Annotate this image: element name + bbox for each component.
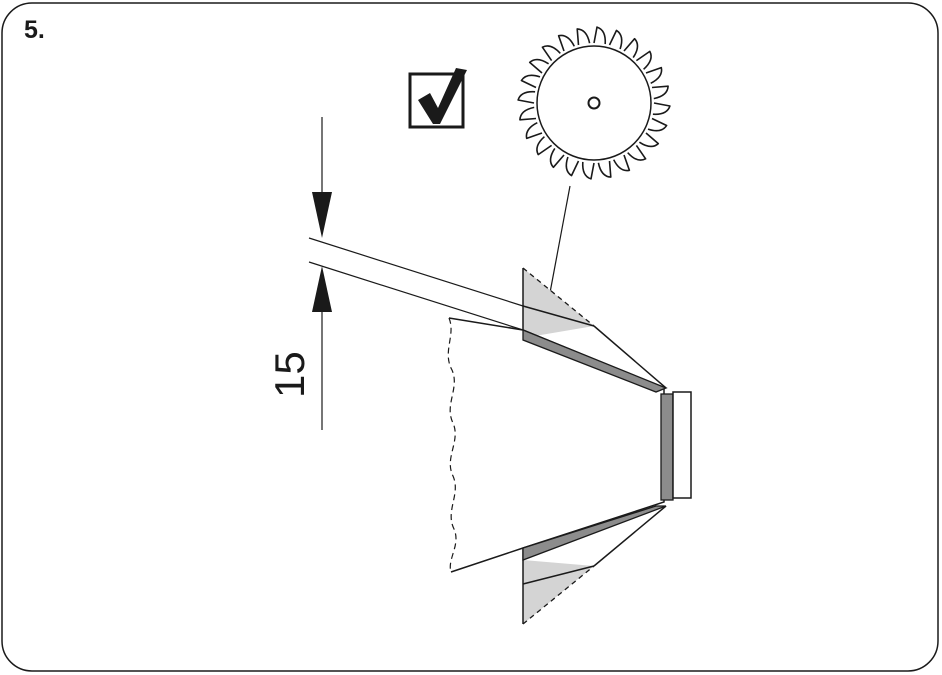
saw-tooth xyxy=(651,85,669,100)
saw-tooth xyxy=(627,144,647,161)
saw-tooth xyxy=(581,161,595,180)
saw-tooth xyxy=(635,50,652,70)
front-end-strip xyxy=(672,391,692,499)
dimension-extension-upper xyxy=(308,237,524,307)
saw-tooth xyxy=(541,45,561,62)
saw-tooth xyxy=(593,26,607,45)
lower-cut-line xyxy=(522,565,595,625)
lower-waste-area xyxy=(523,560,594,624)
step-number: 5. xyxy=(24,16,45,44)
saw-tooth xyxy=(525,121,543,140)
saw-leader-line xyxy=(548,185,571,299)
saw-tooth xyxy=(519,106,537,121)
saw-tooth xyxy=(557,34,576,52)
saw-tooth xyxy=(520,74,541,89)
saw-tooth xyxy=(597,160,612,178)
upper-cut-line xyxy=(522,267,595,327)
upper-edge-band xyxy=(522,329,668,393)
upper-waste-area xyxy=(523,268,594,338)
saw-tooth xyxy=(638,132,660,148)
dimension-extension-lower xyxy=(308,261,524,331)
saw-tooth xyxy=(565,156,580,177)
checked-checkbox-icon xyxy=(408,68,467,129)
saw-tooth xyxy=(528,58,550,74)
circular-saw-blade-icon xyxy=(517,26,671,180)
saw-tooth xyxy=(612,154,631,172)
break-edge xyxy=(447,317,457,573)
saw-tooth xyxy=(647,117,668,132)
saw-tooth xyxy=(517,90,536,104)
saw-tooth xyxy=(652,102,671,116)
saw-tooth xyxy=(576,28,591,46)
dimension-value: 15 xyxy=(266,351,313,398)
saw-tooth xyxy=(623,37,639,59)
saw-tooth xyxy=(549,147,565,169)
saw-tooth xyxy=(645,66,663,85)
dimension-marker xyxy=(312,117,332,430)
saw-tooth xyxy=(536,136,553,156)
saw-tooth xyxy=(608,29,623,50)
front-edge-band xyxy=(660,393,674,501)
